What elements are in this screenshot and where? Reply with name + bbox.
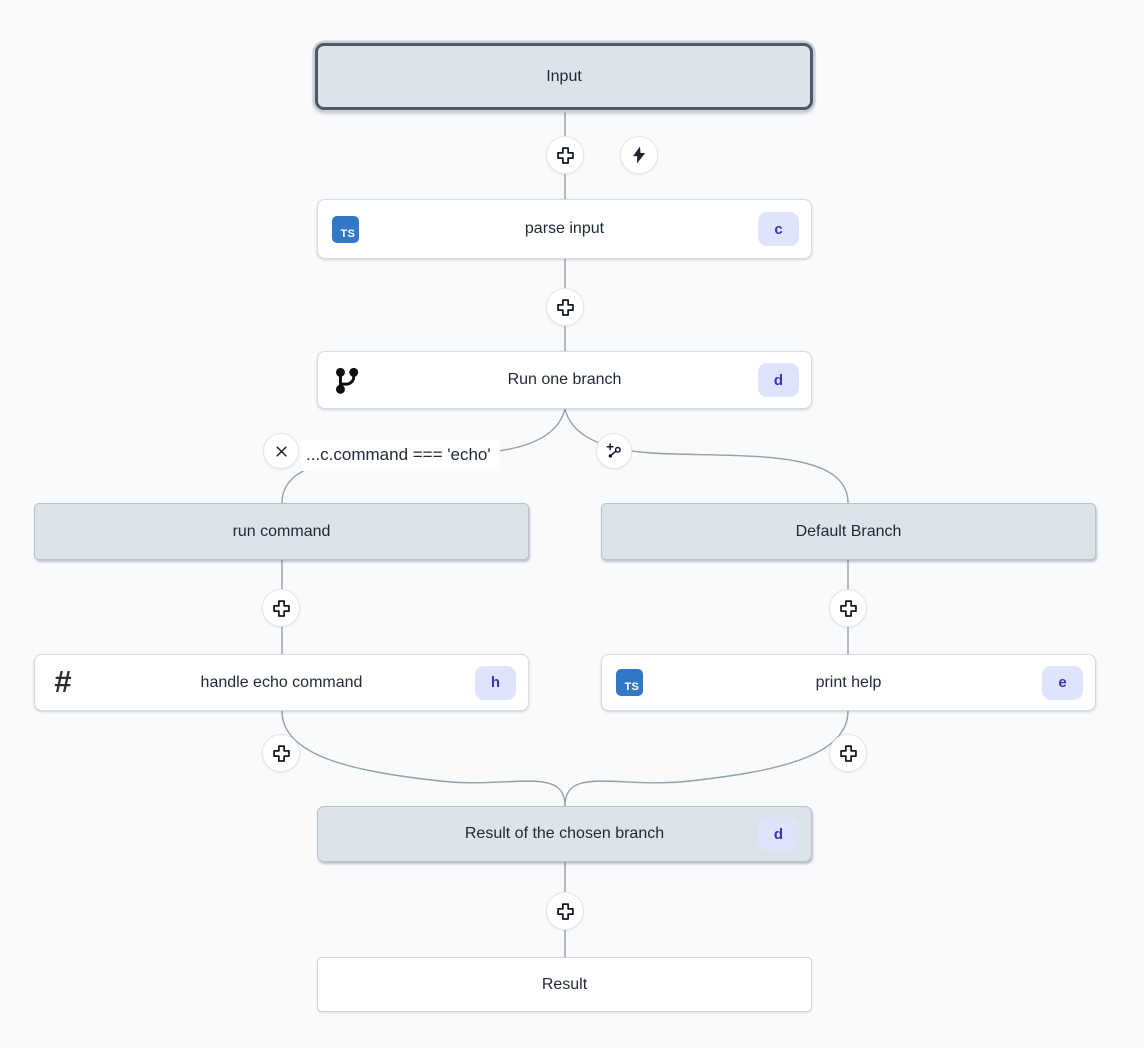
add-step-button[interactable] xyxy=(829,589,867,627)
edge-merge-right xyxy=(564,710,849,807)
close-x-icon xyxy=(275,445,287,457)
git-branch-icon xyxy=(331,365,361,395)
edge-split-right xyxy=(564,408,849,504)
add-step-button[interactable] xyxy=(262,734,300,772)
add-branch-icon xyxy=(606,442,621,458)
branch-header-run-command[interactable]: run command xyxy=(34,503,529,560)
lightning-bolt-icon xyxy=(633,146,646,164)
step-id-badge: h xyxy=(475,665,516,700)
typescript-icon: TS xyxy=(332,215,359,243)
node-print-help[interactable]: TS print help e xyxy=(601,654,1096,711)
step-id-badge: c xyxy=(758,212,799,246)
node-handle-echo-command[interactable]: # handle echo command h xyxy=(34,654,529,711)
node-result[interactable]: Result xyxy=(317,957,812,1012)
branch-header-label: run command xyxy=(232,522,331,540)
edge-merge-left xyxy=(281,710,566,807)
node-result-label: Result xyxy=(541,975,588,993)
node-parse-input[interactable]: TS parse input c xyxy=(317,199,812,259)
node-parse-input-label: parse input xyxy=(524,220,605,237)
plus-cross-icon xyxy=(839,744,857,762)
step-id-badge: d xyxy=(758,363,799,397)
plus-cross-icon xyxy=(839,599,857,617)
add-step-button[interactable] xyxy=(829,734,867,772)
step-id-badge: d xyxy=(758,817,799,851)
add-branch-button[interactable] xyxy=(596,433,632,469)
add-step-button[interactable] xyxy=(546,136,584,174)
plus-cross-icon xyxy=(556,146,574,164)
node-run-one-branch-label: Run one branch xyxy=(507,371,622,388)
typescript-icon: TS xyxy=(616,669,643,696)
node-run-one-branch[interactable]: Run one branch d xyxy=(317,351,812,409)
branch-header-label: Default Branch xyxy=(795,522,902,540)
plus-cross-icon xyxy=(272,599,290,617)
node-input-label: Input xyxy=(546,67,582,85)
bash-hash-icon: # xyxy=(54,664,72,699)
node-input[interactable]: Input xyxy=(315,43,813,110)
node-branch-result-label: Result of the chosen branch xyxy=(464,825,665,842)
plus-cross-icon xyxy=(556,298,574,316)
node-branch-result[interactable]: Result of the chosen branch d xyxy=(317,806,812,862)
add-step-button[interactable] xyxy=(262,589,300,627)
node-print-help-label: print help xyxy=(815,673,882,691)
add-step-button[interactable] xyxy=(546,892,584,930)
branch-condition-label: ...c.command === 'echo' xyxy=(301,440,500,471)
plus-cross-icon xyxy=(556,902,574,920)
trigger-button[interactable] xyxy=(620,136,658,174)
remove-branch-button[interactable] xyxy=(263,433,299,469)
node-handle-echo-command-label: handle echo command xyxy=(200,673,363,691)
add-step-button[interactable] xyxy=(546,288,584,326)
branch-header-default[interactable]: Default Branch xyxy=(601,503,1096,560)
plus-cross-icon xyxy=(272,744,290,762)
step-id-badge: e xyxy=(1042,665,1083,700)
